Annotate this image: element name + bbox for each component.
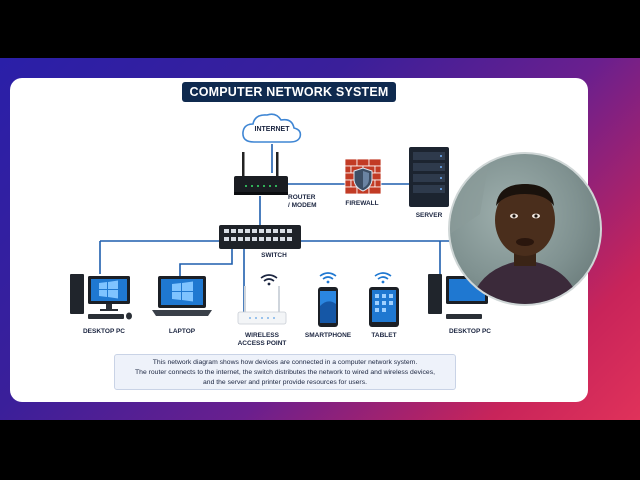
- connection-lines: [99, 144, 450, 316]
- desktop-pc-left-label: DESKTOP PC: [82, 328, 126, 335]
- router-label: ROUTER / MODEM: [288, 194, 317, 209]
- smartphone-label: SMARTPHONE: [304, 332, 352, 339]
- tablet-icon: [369, 287, 399, 327]
- laptop-icon: [152, 276, 212, 316]
- diagram-title: COMPUTER NETWORK SYSTEM: [182, 82, 396, 102]
- tablet-label: TABLET: [371, 332, 397, 339]
- diagram-caption: This network diagram shows how devices a…: [114, 354, 456, 390]
- access-point-icon: [237, 286, 287, 325]
- wap-label: WIRELESS ACCESS POINT: [237, 332, 287, 347]
- internet-label: INTERNET: [254, 126, 290, 133]
- presenter-webcam: [448, 152, 602, 306]
- desktop-pc-left-icon: [70, 274, 132, 320]
- wifi-icon: [319, 272, 337, 284]
- switch-label: SWITCH: [261, 252, 287, 259]
- wire-switch-laptop: [179, 248, 233, 276]
- firewall-icon: [344, 158, 382, 195]
- presenter-avatar: [450, 154, 580, 304]
- server-label: SERVER: [415, 212, 443, 219]
- desktop-pc-right-label: DESKTOP PC: [448, 328, 492, 335]
- laptop-label: LAPTOP: [168, 328, 196, 335]
- firewall-label: FIREWALL: [345, 200, 379, 207]
- smartphone-icon: [318, 287, 338, 327]
- router-icon: [234, 152, 288, 195]
- cloud-icon: [242, 113, 302, 143]
- wifi-icon: [374, 272, 392, 284]
- wifi-icon: [260, 274, 278, 286]
- switch-icon: [219, 225, 301, 249]
- server-icon: [409, 147, 449, 207]
